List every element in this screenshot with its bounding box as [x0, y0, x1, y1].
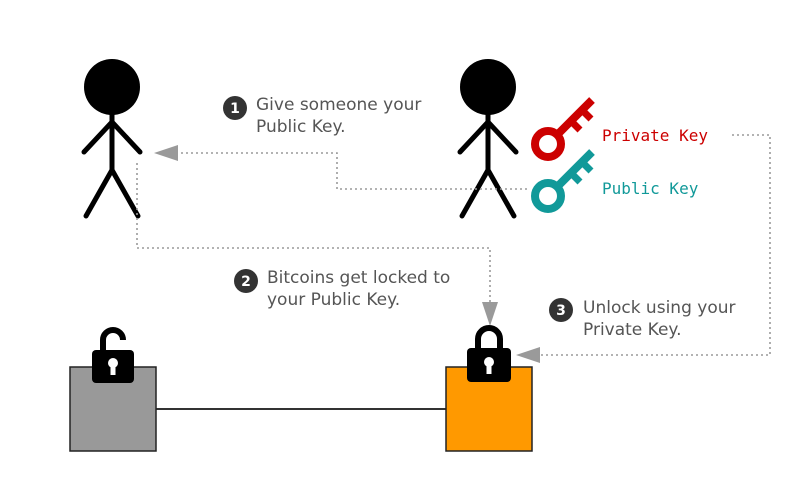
step-1-badge	[223, 96, 247, 120]
step-2-text-line1: Bitcoins get locked to	[267, 268, 450, 288]
receiver-stick-figure	[457, 59, 519, 219]
sender-stick-figure	[81, 59, 143, 219]
step-3-text-line2: Private Key.	[583, 320, 681, 340]
public-key-share-connector	[180, 152, 527, 190]
arrow-head-to-locked-padlock	[482, 302, 498, 326]
arrow-head-to-sender	[154, 145, 178, 161]
step-2-number: 2	[241, 274, 251, 290]
padlock-open-icon	[92, 327, 134, 383]
step-1-text-line1: Give someone your	[256, 95, 421, 115]
step-2-text-line2: your Public Key.	[267, 290, 400, 310]
step-1: 1 Give someone your Public Key.	[223, 95, 421, 137]
lock-to-public-key-connector	[136, 163, 491, 302]
step-1-number: 1	[230, 101, 240, 117]
step-3-badge	[549, 298, 573, 322]
locked-box	[445, 366, 533, 452]
private-key-label: Private Key	[602, 126, 708, 145]
public-key-label: Public Key	[602, 179, 699, 198]
step-2: 2 Bitcoins get locked to your Public Key…	[234, 268, 450, 310]
arrow-head-to-unlock	[516, 347, 540, 363]
step-3-text-line1: Unlock using your	[583, 298, 736, 318]
public-key-icon	[535, 152, 592, 209]
step-3: 3 Unlock using your Private Key.	[549, 298, 736, 340]
step-1-text-line2: Public Key.	[256, 117, 346, 137]
step-2-badge	[234, 269, 258, 293]
step-3-number: 3	[556, 303, 566, 319]
private-key-icon	[535, 100, 592, 157]
padlock-closed-icon	[467, 325, 511, 382]
